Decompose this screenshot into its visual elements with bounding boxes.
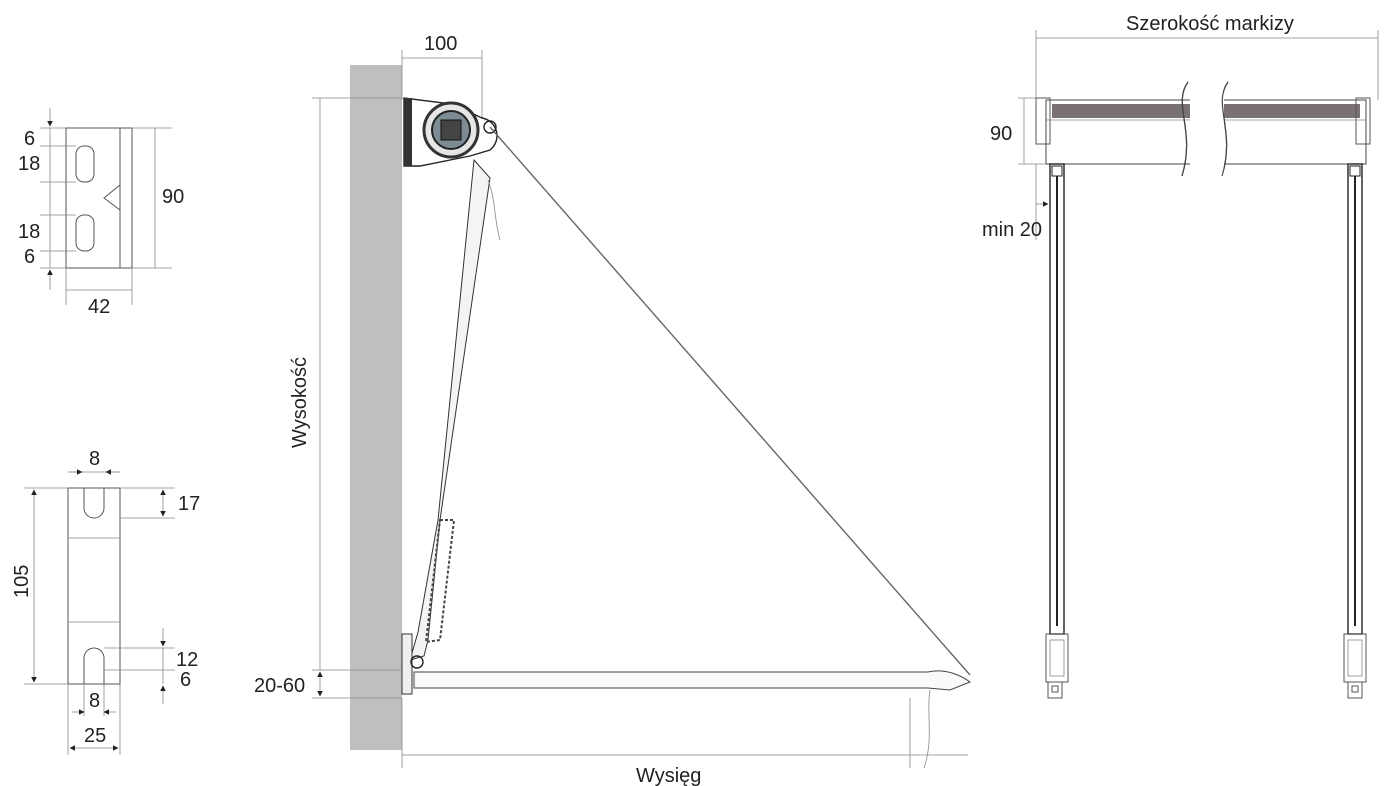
front-dim-height: 90 xyxy=(990,123,1012,145)
awning-fabric xyxy=(489,126,971,676)
bracket-top-dim-18-bottom: 18 xyxy=(18,221,40,243)
side-dim-height: Wysokość xyxy=(289,357,311,448)
front-bar xyxy=(413,670,972,691)
bracket-bottom-body xyxy=(67,487,121,685)
front-arm-left-base xyxy=(1045,633,1069,683)
bracket-top-drawing: 6 18 18 6 90 42 xyxy=(18,108,184,318)
bracket-top-slot-lower xyxy=(75,214,95,252)
bracket-bottom-dim-17: 17 xyxy=(178,493,200,515)
bracket-bottom-drawing: 8 17 105 12 6 8 25 xyxy=(11,448,200,755)
side-dim-gap: 20-60 xyxy=(254,675,305,697)
bracket-top-dim-height: 90 xyxy=(162,186,184,208)
side-dim-projection: Wysięg xyxy=(636,765,701,786)
bracket-top-flange xyxy=(119,127,133,269)
front-dim-min: min 20 xyxy=(982,219,1042,241)
arm-bracket xyxy=(401,633,413,695)
front-end-cap-left xyxy=(1035,97,1051,145)
bracket-bottom-dim-12: 12 xyxy=(176,649,198,671)
bracket-bottom-dim-width: 25 xyxy=(84,725,106,747)
bracket-bottom-dim-slot-top: 8 xyxy=(89,448,100,470)
bracket-top-dim-width: 42 xyxy=(88,296,110,318)
bracket-top-dim-18-top: 18 xyxy=(18,153,40,175)
folding-arm xyxy=(409,158,491,661)
bracket-top-dim-6-bottom: 6 xyxy=(24,246,35,268)
front-view-drawing: Szerokość markizy 90 min 20 xyxy=(982,13,1379,699)
bracket-bottom-dim-6: 6 xyxy=(180,669,191,691)
bracket-bottom-slot-top xyxy=(83,488,105,519)
bracket-top-hook xyxy=(103,184,121,211)
bracket-top-dim-6-top: 6 xyxy=(24,128,35,150)
mounting-plate xyxy=(404,98,412,166)
fabric-exit-roller xyxy=(483,120,497,134)
bracket-bottom-dim-height: 105 xyxy=(11,565,33,598)
front-end-cap-right xyxy=(1355,97,1371,145)
wall xyxy=(350,65,402,750)
front-arm-right-base xyxy=(1343,633,1367,683)
front-dim-width: Szerokość markizy xyxy=(1126,13,1294,35)
bracket-bottom-dim-slot-bottom: 8 xyxy=(89,690,100,712)
bracket-bottom-slot-bottom xyxy=(83,647,105,684)
side-dim-width: 100 xyxy=(424,33,457,55)
side-view-drawing: 100 Wysokość 20-60 Wysięg xyxy=(254,33,972,786)
bracket-top-slot-upper xyxy=(75,145,95,183)
